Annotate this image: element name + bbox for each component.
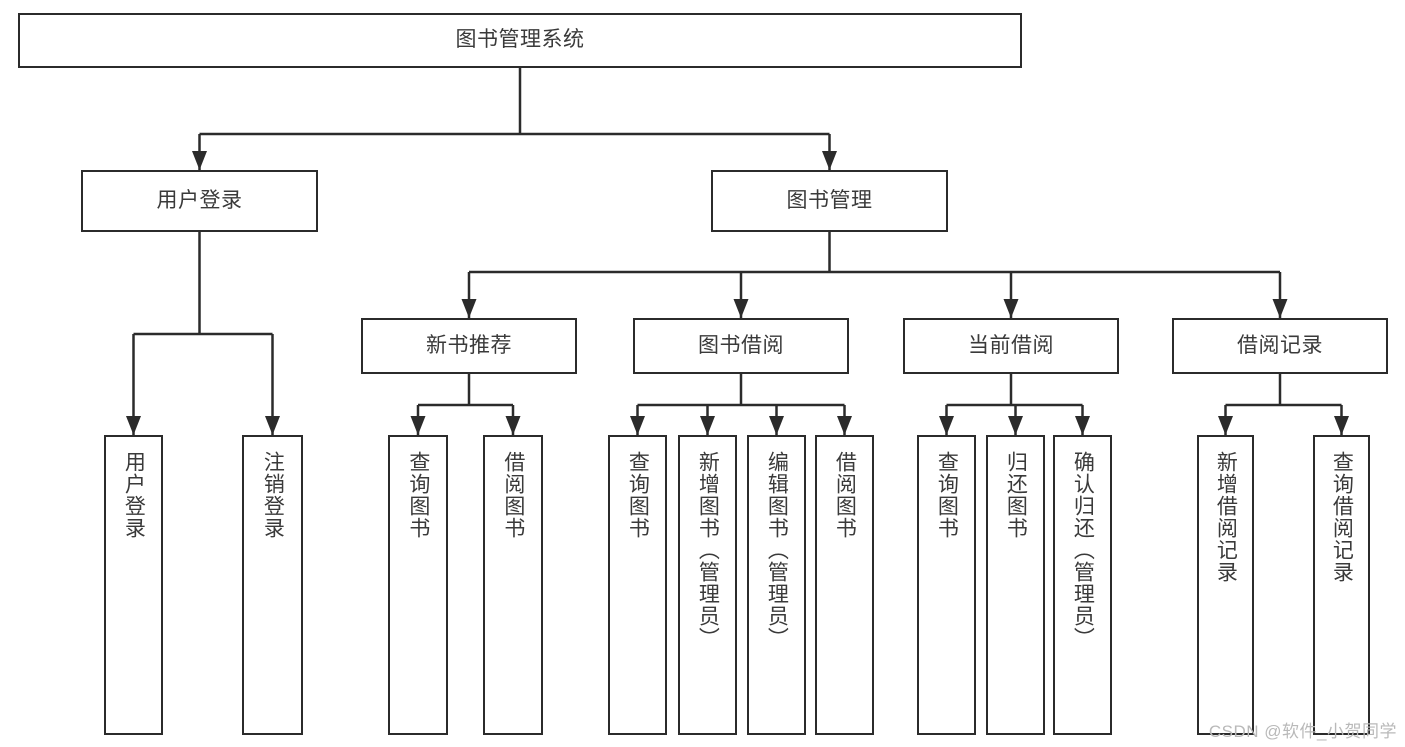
arrow-head bbox=[630, 416, 645, 435]
node-leaf4[interactable]: 借阅图书 bbox=[483, 435, 543, 735]
watermark-text: CSDN @软件_小贺同学 bbox=[1208, 722, 1397, 741]
node-label: 图书管理 bbox=[786, 188, 873, 212]
node-leaf11[interactable]: 确认归还（管理员） bbox=[1053, 435, 1112, 735]
node-label: 借阅记录 bbox=[1237, 333, 1323, 357]
arrow-head bbox=[192, 151, 207, 170]
node-leaf7[interactable]: 编辑图书（管理员） bbox=[747, 435, 806, 735]
node-root[interactable]: 图书管理系统 bbox=[18, 13, 1022, 68]
node-leaf10[interactable]: 归还图书 bbox=[986, 435, 1045, 735]
arrow-head bbox=[1272, 299, 1288, 318]
arrow-head bbox=[265, 416, 280, 435]
node-label: 图书管理系统 bbox=[455, 28, 585, 52]
node-leaf2[interactable]: 注销登录 bbox=[242, 435, 303, 735]
node-leaf3[interactable]: 查询图书 bbox=[388, 435, 448, 735]
node-bookmgmt[interactable]: 图书管理 bbox=[711, 170, 948, 232]
arrow-head bbox=[769, 416, 784, 435]
node-label: 查询借阅记录 bbox=[1330, 451, 1354, 583]
arrow-head bbox=[505, 416, 521, 435]
node-leaf8[interactable]: 借阅图书 bbox=[815, 435, 874, 735]
node-label: 借阅图书 bbox=[501, 451, 525, 539]
node-leaf12[interactable]: 新增借阅记录 bbox=[1197, 435, 1254, 735]
arrow-head bbox=[939, 416, 954, 435]
arrow-head bbox=[1008, 416, 1023, 435]
node-label: 查询图书 bbox=[406, 451, 430, 539]
arrow-head bbox=[1003, 299, 1019, 318]
node-current[interactable]: 当前借阅 bbox=[903, 318, 1119, 374]
node-label: 新增借阅记录 bbox=[1214, 451, 1238, 583]
node-leaf5[interactable]: 查询图书 bbox=[608, 435, 667, 735]
arrow-head bbox=[733, 299, 749, 318]
node-leaf6[interactable]: 新增图书（管理员） bbox=[678, 435, 737, 735]
node-label: 当前借阅 bbox=[968, 333, 1054, 357]
node-label: 查询图书 bbox=[626, 451, 650, 539]
arrow-head bbox=[837, 416, 852, 435]
node-leaf13[interactable]: 查询借阅记录 bbox=[1313, 435, 1370, 735]
node-label: 归还图书 bbox=[1004, 451, 1028, 539]
arrow-head bbox=[1218, 416, 1233, 435]
arrow-head bbox=[1334, 416, 1349, 435]
arrow-head bbox=[126, 416, 141, 435]
node-label: 新书推荐 bbox=[426, 333, 512, 357]
node-leaf9[interactable]: 查询图书 bbox=[917, 435, 976, 735]
arrow-head bbox=[700, 416, 715, 435]
node-login[interactable]: 用户登录 bbox=[81, 170, 318, 232]
arrow-head bbox=[461, 299, 477, 318]
node-label: 新增图书（管理员） bbox=[696, 451, 720, 649]
node-label: 用户登录 bbox=[122, 451, 146, 539]
node-label: 注销登录 bbox=[261, 451, 285, 539]
arrow-head bbox=[1075, 416, 1090, 435]
arrow-head bbox=[410, 416, 426, 435]
arrow-head bbox=[822, 151, 837, 170]
node-label: 用户登录 bbox=[156, 188, 243, 212]
node-leaf1[interactable]: 用户登录 bbox=[104, 435, 163, 735]
node-label: 图书借阅 bbox=[698, 333, 784, 357]
node-label: 确认归还（管理员） bbox=[1071, 451, 1095, 649]
node-label: 查询图书 bbox=[935, 451, 959, 539]
node-label: 编辑图书（管理员） bbox=[765, 451, 789, 649]
node-label: 借阅图书 bbox=[833, 451, 857, 539]
node-newbook[interactable]: 新书推荐 bbox=[361, 318, 577, 374]
node-borrow[interactable]: 图书借阅 bbox=[633, 318, 849, 374]
node-records[interactable]: 借阅记录 bbox=[1172, 318, 1388, 374]
